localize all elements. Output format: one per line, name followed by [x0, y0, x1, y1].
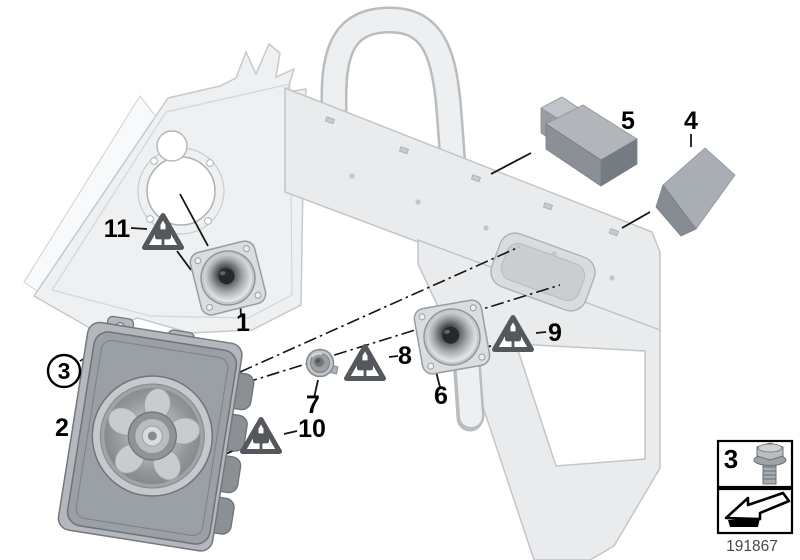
legend-box: 3	[716, 439, 794, 535]
warning-plug-icon-10	[243, 420, 280, 452]
subwoofer-2[interactable]	[57, 313, 261, 555]
callout-8[interactable]: 8	[398, 342, 412, 370]
svg-text:3: 3	[58, 358, 71, 384]
small-cutout-hole	[156, 130, 188, 162]
callout-10[interactable]: 10	[298, 415, 326, 443]
callout-7[interactable]: 7	[306, 391, 320, 419]
callout-6[interactable]: 6	[434, 382, 448, 410]
foam-block-5[interactable]	[540, 96, 638, 187]
install-direction-arrow-icon	[724, 491, 791, 527]
doc-number: 191867	[726, 538, 778, 555]
tweeter-7[interactable]	[305, 348, 339, 378]
callout-5[interactable]: 5	[621, 107, 635, 135]
legend-screw-ref[interactable]: 3	[724, 444, 738, 474]
frame-recess	[490, 232, 596, 312]
hex-flange-screw-icon	[753, 442, 787, 485]
callout-4[interactable]: 4	[684, 107, 698, 135]
speaker-cutout-hole	[146, 156, 216, 226]
callout-9[interactable]: 9	[548, 319, 562, 347]
frame-mount-holes	[324, 116, 619, 281]
speaker-midrange-6[interactable]	[413, 299, 491, 376]
woofer-spokes	[107, 387, 201, 481]
callout-1[interactable]: 1	[236, 309, 250, 337]
foam-wedge-4[interactable]	[655, 147, 736, 237]
warning-plug-icon-8	[347, 347, 384, 379]
speaker-midrange-1[interactable]	[188, 239, 268, 317]
callout-11[interactable]: 11	[104, 215, 131, 243]
callout-3-circled[interactable]: 3	[46, 353, 82, 389]
callout-2[interactable]: 2	[55, 414, 69, 442]
